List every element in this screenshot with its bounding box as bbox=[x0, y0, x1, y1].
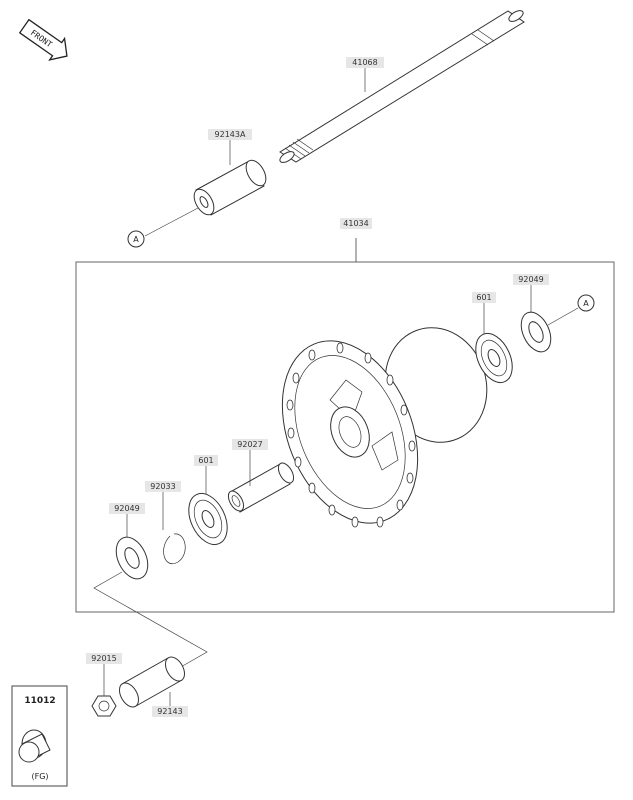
label-92015: 92015 bbox=[91, 654, 116, 663]
nut-92015 bbox=[91, 695, 117, 717]
wheel-assembly-frame bbox=[75, 238, 615, 613]
cap-11012 bbox=[18, 729, 51, 763]
reference-a-left: A bbox=[127, 230, 145, 248]
reference-a-right-text: A bbox=[583, 299, 589, 308]
reference-a-left-text: A bbox=[133, 235, 139, 244]
label-41068: 41068 bbox=[352, 58, 377, 67]
circlip-92033 bbox=[163, 533, 186, 565]
bearing-601-right bbox=[475, 332, 513, 384]
label-92027: 92027 bbox=[237, 440, 262, 449]
collar-92027 bbox=[227, 462, 295, 513]
seal-92049-left bbox=[115, 536, 149, 580]
wheel-hub bbox=[281, 327, 488, 528]
label-fg: (FG) bbox=[31, 772, 48, 781]
label-92049-left: 92049 bbox=[114, 504, 139, 513]
bearing-601-left bbox=[188, 492, 228, 546]
label-11012: 11012 bbox=[24, 696, 55, 706]
cap-11012-box bbox=[11, 685, 68, 787]
front-direction-badge: FRONT bbox=[18, 18, 68, 61]
reference-a-right: A bbox=[577, 294, 595, 312]
label-601-left: 601 bbox=[198, 456, 213, 465]
label-92049-right: 92049 bbox=[518, 275, 543, 284]
axle-41068 bbox=[279, 10, 525, 163]
label-92143: 92143 bbox=[157, 707, 182, 716]
label-41034: 41034 bbox=[343, 219, 368, 228]
label-92143a: 92143A bbox=[215, 130, 246, 139]
label-601-right: 601 bbox=[476, 293, 491, 302]
collar-92143a bbox=[193, 159, 267, 216]
label-92033: 92033 bbox=[150, 482, 175, 491]
collar-92143 bbox=[119, 656, 185, 708]
seal-92049-right bbox=[520, 311, 552, 353]
